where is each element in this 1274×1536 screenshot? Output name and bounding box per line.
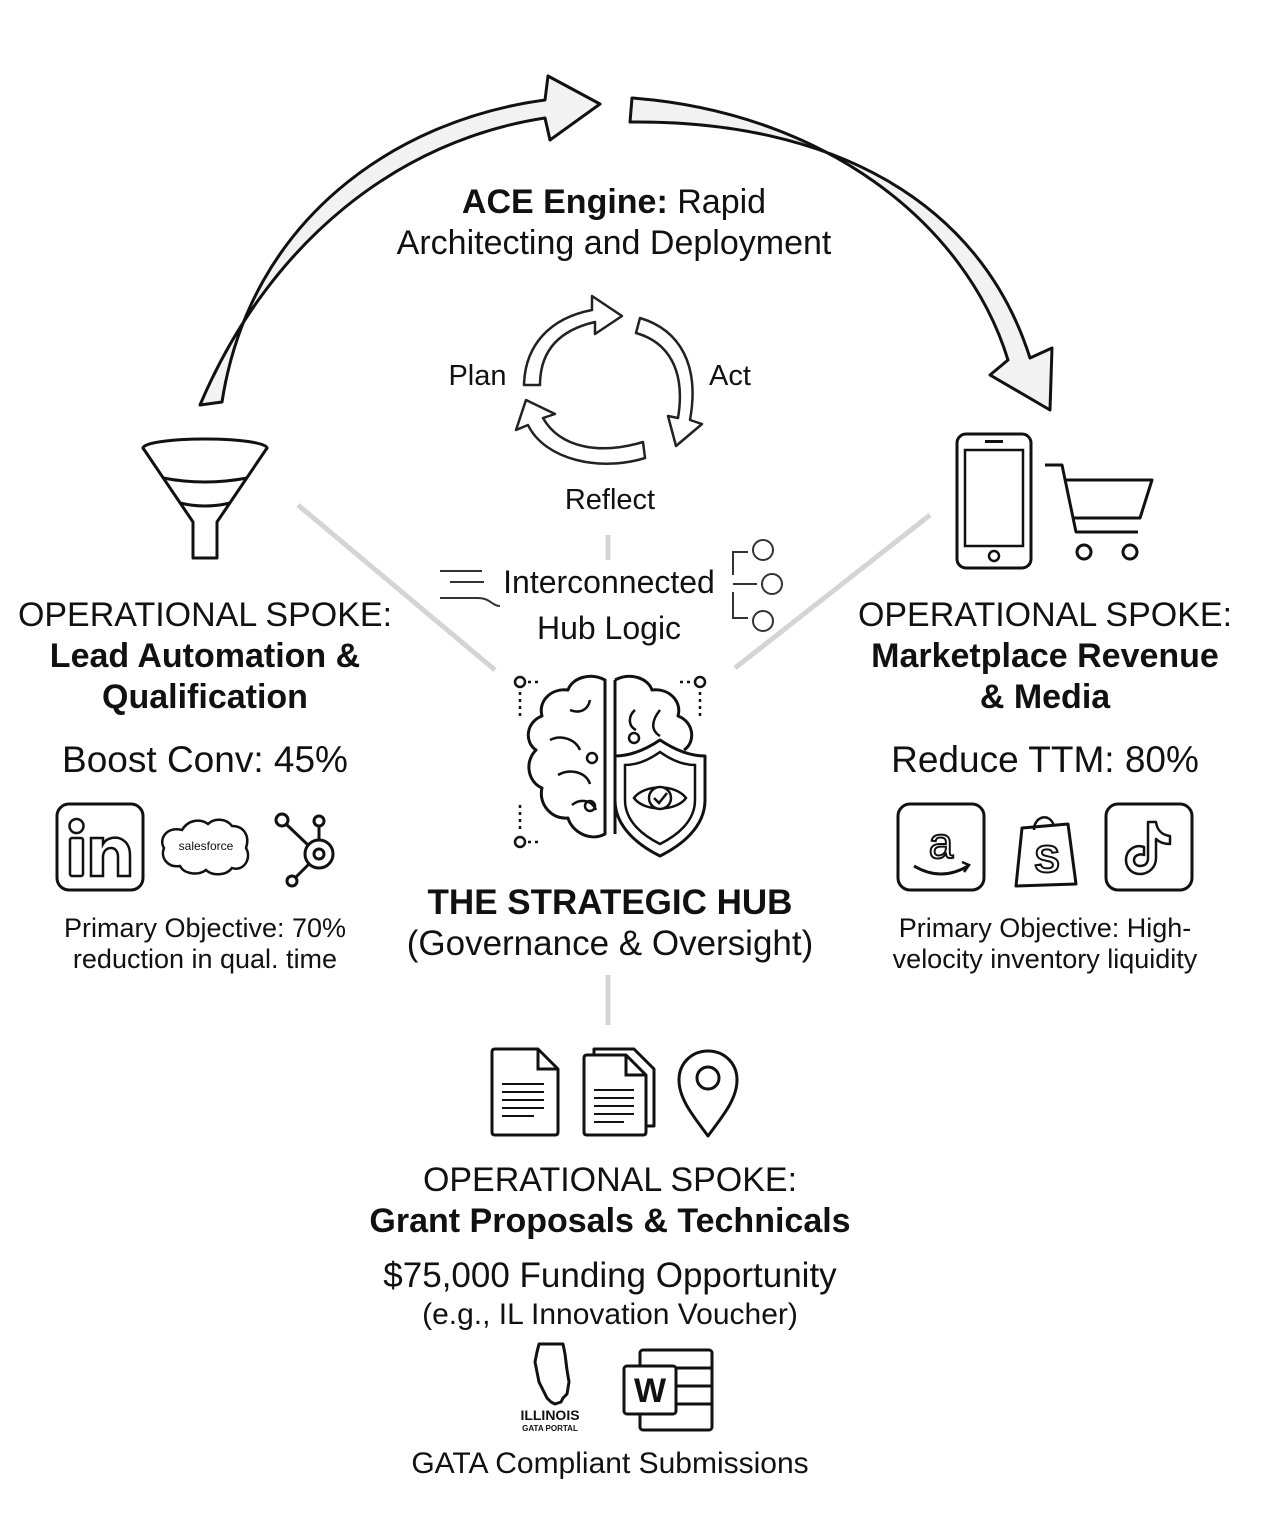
- cycle-label-reflect: Reflect: [564, 484, 656, 516]
- ace-engine-subtitle: Architecting and Deployment: [396, 224, 832, 262]
- illinois-logo-line1: ILLINOIS: [520, 1407, 579, 1423]
- cycle-label-act: Act: [709, 360, 751, 392]
- ace-engine-title-rest: Rapid: [677, 183, 767, 221]
- brain-shield-icon: [513, 674, 707, 858]
- salesforce-icon: salesforce: [161, 818, 250, 876]
- spoke-left-title-line2: Qualification: [102, 678, 308, 716]
- svg-text:W: W: [634, 1372, 667, 1410]
- spoke-bottom-title: Grant Proposals & Technicals: [369, 1202, 851, 1240]
- hub-title: THE STRATEGIC HUB: [427, 883, 793, 922]
- tiktok-icon: [1104, 802, 1194, 892]
- hub-logic-line2: Hub Logic: [536, 610, 682, 646]
- hub-logic-icon: [440, 539, 783, 632]
- salesforce-wordmark: salesforce: [179, 839, 234, 853]
- word-document-icon: W: [622, 1348, 714, 1432]
- spoke-left-label: OPERATIONAL SPOKE:: [17, 596, 393, 634]
- spoke-bottom-footer: GATA Compliant Submissions: [411, 1447, 809, 1480]
- ace-arrow-right: [628, 96, 1054, 412]
- spoke-right-title-line1: Marketplace Revenue: [871, 637, 1219, 675]
- amazon-icon: a: [896, 802, 986, 892]
- ace-engine-title-bold: ACE Engine:: [461, 183, 668, 221]
- spoke-bottom-metric: $75,000 Funding Opportunity: [383, 1256, 837, 1295]
- spoke-right-objective-line2: velocity inventory liquidity: [892, 944, 1198, 974]
- ace-arrow-left: [198, 74, 602, 407]
- cycle-icon: [514, 294, 704, 465]
- svg-text:a: a: [929, 819, 954, 868]
- location-pin-icon: [677, 1049, 739, 1138]
- funnel-icon: [141, 437, 269, 560]
- hub-logic-line1: Interconnected: [503, 564, 715, 600]
- ace-engine-title: ACE Engine: Rapid: [300, 182, 928, 223]
- linkedin-icon: [55, 802, 145, 892]
- spoke-bottom-example: (e.g., IL Innovation Voucher): [422, 1298, 798, 1331]
- spoke-left-objective-line2: reduction in qual. time: [72, 944, 338, 974]
- spoke-left-metric: Boost Conv: 45%: [62, 739, 348, 780]
- connector-right: [733, 513, 932, 670]
- cycle-label-plan: Plan: [448, 360, 507, 392]
- document-icon: [490, 1047, 560, 1137]
- illinois-logo-line2: GATA PORTAL: [522, 1424, 578, 1433]
- illinois-gata-logo: ILLINOIS GATA PORTAL: [520, 1342, 580, 1433]
- spoke-bottom-label: OPERATIONAL SPOKE:: [422, 1161, 798, 1199]
- documents-icon: [582, 1047, 656, 1137]
- spoke-right-title-line2: & Media: [979, 678, 1111, 716]
- hubspot-icon: [274, 812, 335, 888]
- connector-left: [296, 503, 497, 672]
- spoke-left-title-line1: Lead Automation &: [49, 637, 361, 675]
- spoke-right-label: OPERATIONAL SPOKE:: [857, 596, 1233, 634]
- spoke-left-objective-line1: Primary Objective: 70%: [63, 913, 347, 943]
- shopping-cart-icon: [1045, 463, 1154, 561]
- phone-icon: [955, 432, 1033, 570]
- spoke-right-objective-line1: Primary Objective: High-: [898, 913, 1192, 943]
- spoke-right-metric: Reduce TTM: 80%: [891, 739, 1199, 780]
- hub-subtitle: (Governance & Oversight): [406, 924, 814, 963]
- shopify-icon: S: [1014, 816, 1078, 888]
- svg-text:S: S: [1034, 839, 1059, 881]
